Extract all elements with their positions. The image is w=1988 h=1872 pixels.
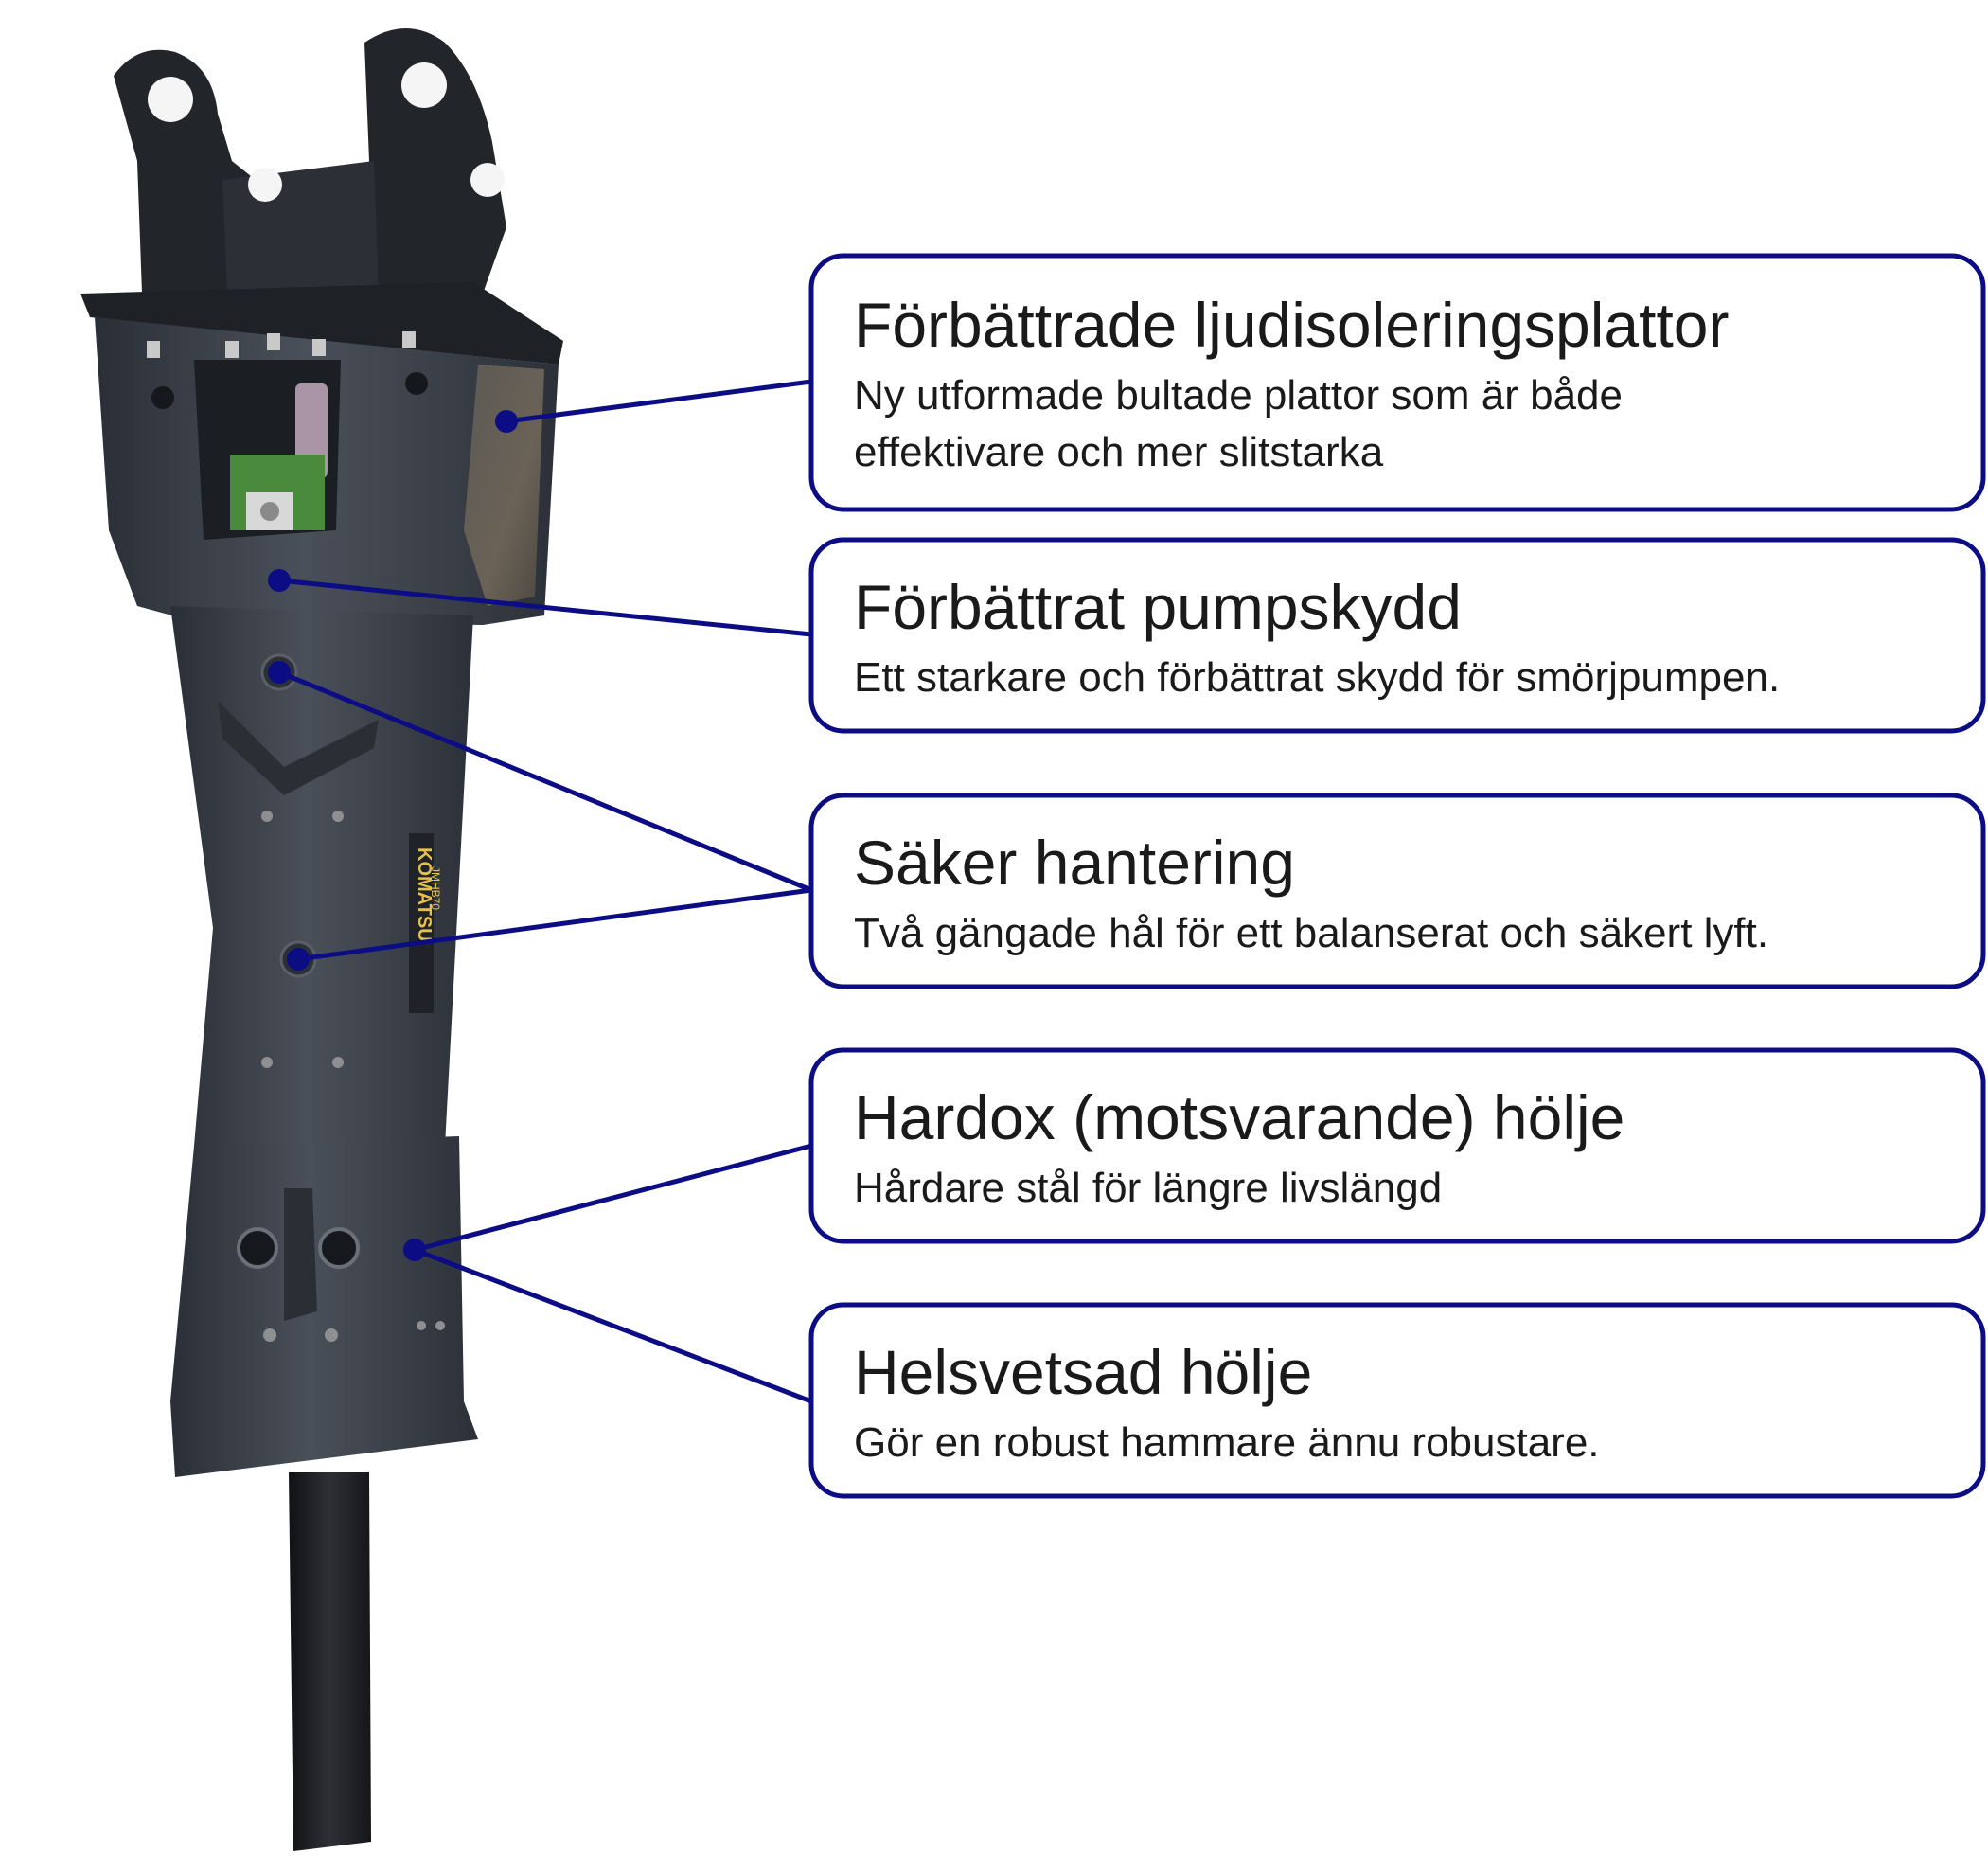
leader-line: [297, 887, 812, 962]
leader-dot: [268, 569, 291, 592]
callout-welded-housing: Helsvetsad hölje Gör en robust hammare ä…: [808, 1302, 1986, 1499]
callout-line: Ny utformade bultade plattor som är både: [854, 372, 1623, 419]
chisel-tool: [289, 1472, 371, 1851]
leader-dot: [268, 661, 291, 684]
leader-dot: [495, 410, 518, 433]
lower-bolts: [237, 1227, 445, 1342]
callout-title: Förbättrat pumpskydd: [854, 572, 1462, 642]
callout-line: Två gängade hål för ett balanserat och s…: [854, 910, 1768, 956]
callout-box: [808, 253, 1986, 512]
callout-line: Ett starkare och förbättrat skydd för sm…: [854, 654, 1780, 701]
callout-box: [808, 1047, 1986, 1244]
leader-line: [278, 669, 812, 893]
logo-strip: [409, 833, 434, 1013]
callout-line: Gör en robust hammare ännu robustare.: [854, 1419, 1600, 1466]
callout-pump-guard: Förbättrat pumpskydd Ett starkare och fö…: [808, 537, 1986, 734]
pump-guard-window: [194, 360, 341, 540]
callout-title: Förbättrade ljudisoleringsplattor: [854, 290, 1729, 360]
leader-line: [506, 379, 812, 424]
leader-dot: [287, 948, 310, 971]
top-bolts: [147, 331, 428, 409]
body-chevron: [218, 701, 379, 795]
callout-box: [808, 793, 1986, 989]
mounting-bracket: [114, 28, 506, 294]
callout-sound-plates: Förbättrade ljudisoleringsplattor Ny utf…: [808, 253, 1986, 512]
callout-line: Hårdare stål för längre livslängd: [854, 1165, 1442, 1211]
lower-housing: [170, 1136, 478, 1477]
callout-safe-handling: Säker hantering Två gängade hål för ett …: [808, 793, 1986, 989]
callout-hardox-housing: Hardox (motsvarande) hölje Hårdare stål …: [808, 1047, 1986, 1244]
top-plate: [80, 282, 563, 365]
callout-title: Hardox (motsvarande) hölje: [854, 1082, 1624, 1152]
callout-title: Helsvetsad hölje: [854, 1337, 1312, 1407]
callout-line: effektivare och mer slitstarka: [854, 429, 1384, 475]
sound-insulation-plate: [464, 365, 544, 606]
callout-box: [808, 537, 1986, 734]
model-text: JMHB70: [429, 866, 442, 910]
body-bolts: [261, 811, 344, 1068]
callout-boxes: Förbättrade ljudisoleringsplattor Ny utf…: [808, 253, 1986, 1499]
callout-leaders: [268, 379, 812, 1404]
hydraulic-hammer-illustration: KOMATSU JMHB70: [80, 28, 563, 1851]
lower-bracket: [284, 1188, 317, 1321]
logo-text: KOMATSU: [414, 847, 435, 942]
callout-box: [808, 1302, 1986, 1499]
leader-line: [414, 1247, 812, 1404]
leader-line: [414, 1143, 812, 1253]
leader-line: [278, 578, 812, 637]
callout-title: Säker hantering: [854, 828, 1295, 898]
